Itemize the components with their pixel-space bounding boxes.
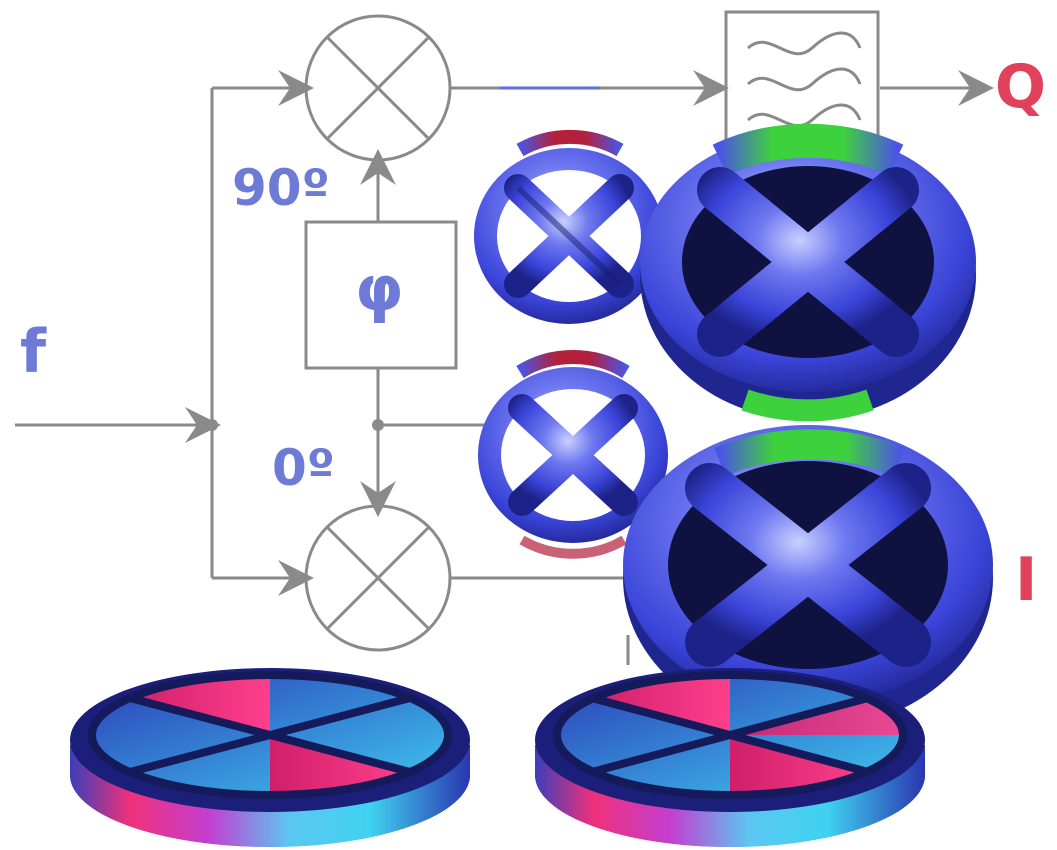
mixer-ring-large-upper	[640, 123, 976, 422]
filter-wave-icon	[746, 31, 862, 128]
phase-shift-symbol: φ	[355, 252, 404, 325]
mixer-ring-small-upper	[474, 129, 664, 324]
mixer-disc-left	[70, 668, 470, 847]
upper-mixer-symbol	[304, 14, 452, 162]
phase-90-label: 90º	[232, 159, 330, 217]
mixer-disc-right	[535, 668, 925, 847]
lo-junction-dot	[372, 419, 384, 431]
lower-mixer-symbol	[304, 504, 452, 652]
input-label: f	[20, 317, 47, 387]
mixer-ring-small-lower	[478, 350, 668, 559]
phase-shifter-block	[304, 220, 458, 370]
i-output-label: I	[1015, 545, 1037, 615]
phase-0-label: 0º	[272, 439, 335, 497]
mixer-ring-large-lower	[623, 425, 993, 730]
input-junction-dot	[206, 419, 218, 431]
q-output-label: Q	[995, 52, 1046, 122]
